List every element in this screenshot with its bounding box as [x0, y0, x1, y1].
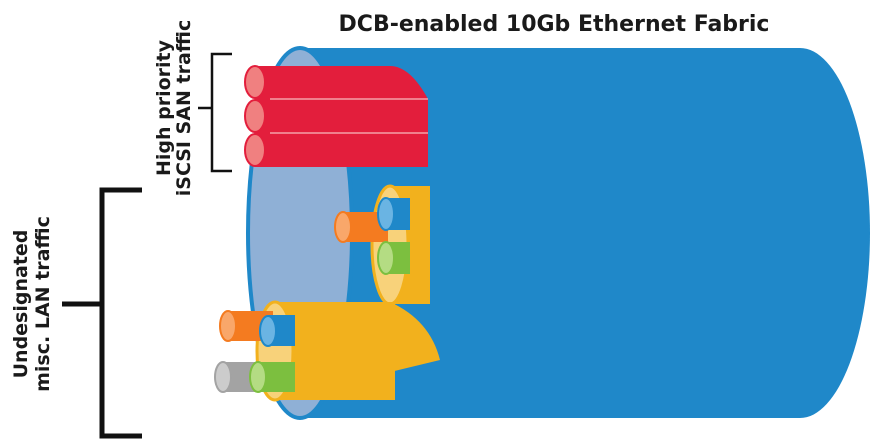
- san-label-line2: iSCSI SAN traffic: [173, 20, 195, 197]
- san-cables: [244, 65, 428, 167]
- blue-cable-upper: [377, 197, 410, 231]
- lan-bundle-lower: [214, 300, 440, 402]
- lan-bracket: [62, 187, 142, 439]
- san-cable-1: [244, 65, 428, 99]
- san-bracket: [198, 52, 232, 173]
- san-cable-2: [244, 98, 428, 133]
- san-label: High priority iSCSI SAN traffic: [153, 20, 195, 197]
- fabric-cable-body: [300, 48, 870, 418]
- green-cable-lower: [249, 361, 295, 393]
- lan-label: Undesignated misc. LAN traffic: [10, 216, 54, 392]
- san-label-line1: High priority: [153, 39, 175, 176]
- blue-cable-lower: [259, 315, 295, 347]
- diagram-title: DCB-enabled 10Gb Ethernet Fabric: [339, 12, 770, 37]
- lan-label-line2: misc. LAN traffic: [32, 216, 54, 392]
- san-cable-3: [244, 132, 428, 167]
- lan-label-line1: Undesignated: [10, 230, 32, 379]
- green-cable-upper: [377, 241, 410, 275]
